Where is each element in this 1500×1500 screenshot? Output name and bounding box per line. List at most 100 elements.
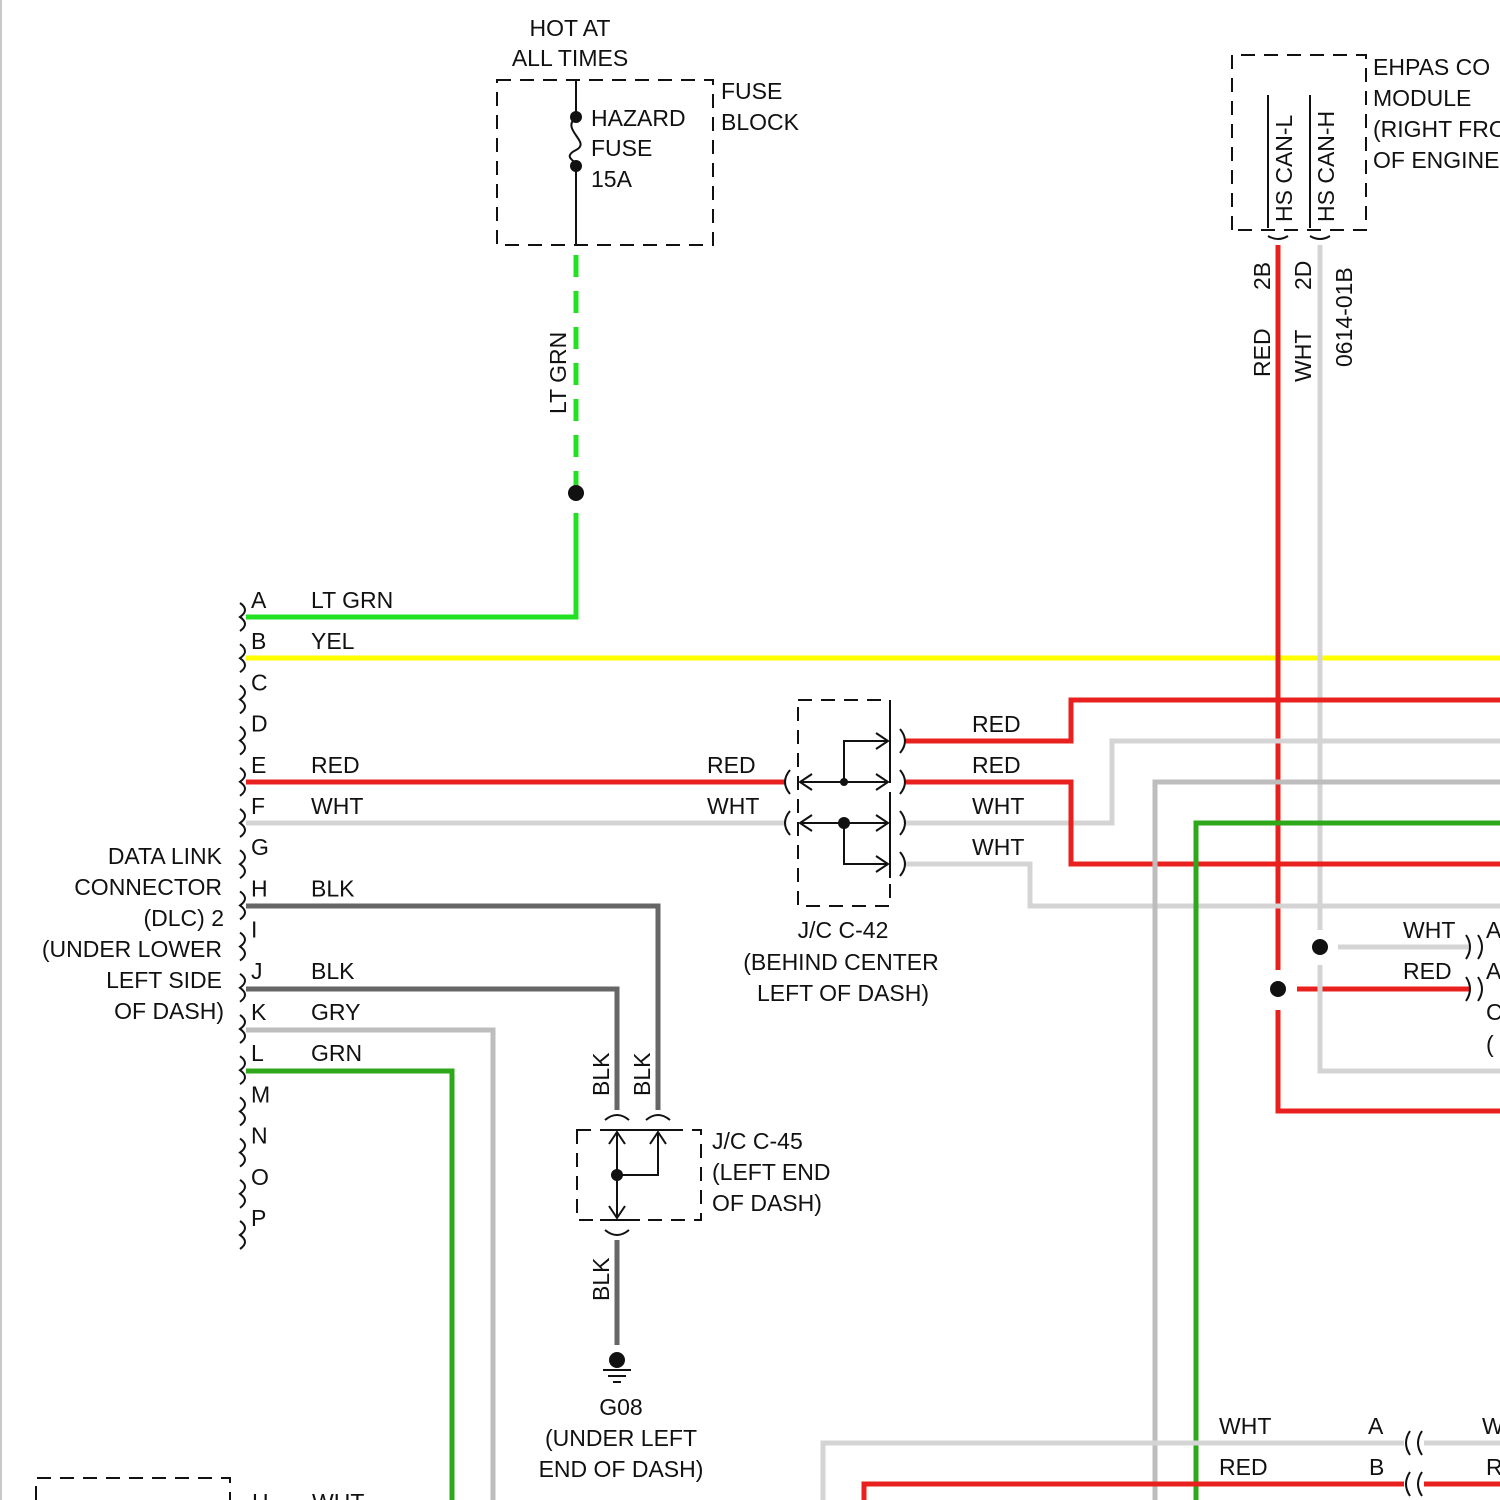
c45-location-1: (LEFT END: [712, 1159, 830, 1185]
dlc-pin-wire-color: BLK: [311, 875, 355, 901]
dlc-pin-terminal: [240, 603, 245, 631]
fuse-block-label-1: FUSE: [721, 78, 782, 104]
dlc-label-6: OF DASH): [114, 998, 224, 1024]
gry-long-wire: [1155, 782, 1500, 1500]
can-h-wire-label: WHT: [1290, 330, 1316, 382]
dlc-pin-terminal: [240, 1180, 245, 1208]
can-l-connector-mark: [1268, 236, 1288, 239]
ehpas-module: EHPAS CO MODULE (RIGHT FRO OF ENGINE HS …: [1232, 54, 1500, 382]
ehpas-label-2: MODULE: [1373, 85, 1471, 111]
fuse-block-label-2: BLOCK: [721, 109, 800, 135]
bottom-red-wire: [864, 1484, 1404, 1500]
dlc-pin-letter: E: [251, 752, 266, 778]
ehpas-label-1: EHPAS CO: [1373, 54, 1490, 80]
dlc-pin-letter: N: [251, 1123, 268, 1149]
c42-red-branch: [844, 741, 888, 782]
c42-in-red-label: RED: [707, 752, 756, 778]
bottom-connector: WHT RED A B W R: [823, 1413, 1500, 1500]
c45-name: J/C C-45: [712, 1128, 803, 1154]
bottom-left-pin: H: [252, 1489, 269, 1500]
dlc-pin-terminal: [240, 1015, 245, 1043]
c42-location-2: LEFT OF DASH): [757, 980, 929, 1006]
lt-grn-solid-segment: [246, 513, 576, 617]
dlc-pin-terminal: [240, 1056, 245, 1084]
dlc-pin-terminal: [240, 685, 245, 713]
right-connector-red-label: RED: [1403, 958, 1452, 984]
dlc-pin-letter: I: [251, 917, 257, 943]
dlc-pin-letter: J: [251, 958, 263, 984]
c42-right-terminal-1: [900, 729, 905, 753]
dlc-pin-terminal: [240, 891, 245, 919]
dlc-pin-letter: P: [251, 1205, 266, 1231]
supply-label-2: ALL TIMES: [512, 45, 628, 71]
ground-name: G08: [599, 1394, 642, 1420]
bottom-left-wire: WHT: [312, 1489, 364, 1500]
dlc-pin-terminal: [240, 974, 245, 1002]
dlc-pin-terminal: [240, 644, 245, 672]
dlc-pin-wire-color: BLK: [311, 958, 355, 984]
right-connector-pin-a2: A: [1486, 958, 1500, 984]
bottom-pin-b: B: [1369, 1454, 1384, 1480]
dlc-label-4: (UNDER LOWER: [42, 936, 222, 962]
ground-location-2: END OF DASH): [539, 1456, 704, 1482]
right-wires: [246, 245, 1500, 1500]
bottom-pin-a: A: [1368, 1413, 1384, 1439]
right-connector-pin-a1: A: [1486, 917, 1500, 943]
c42-in-wht-label: WHT: [707, 793, 759, 819]
bottom-left-outline: [36, 1478, 230, 1500]
dlc-pin-letter: A: [251, 587, 267, 613]
c45-top-terminal-2: [646, 1115, 670, 1120]
dlc-pin-letter: C: [251, 669, 268, 695]
bottom-connector-mark-a: [1406, 1431, 1422, 1455]
bottom-wht-wire: [823, 1443, 1404, 1500]
c45-wire-out-label: BLK: [588, 1257, 614, 1301]
dlc-pin-letter: B: [251, 628, 266, 654]
dlc-pin-terminal: [240, 933, 245, 961]
c42-out4-wht: [906, 864, 1500, 906]
dlc-pin-letter: L: [251, 1040, 264, 1066]
c42-right-terminal-4: [900, 852, 905, 876]
dlc-pin-wire-color: YEL: [311, 628, 355, 654]
bottom-right-r: R: [1486, 1454, 1500, 1480]
dlc-pin-letter: M: [251, 1081, 270, 1107]
blk-wire-j: [246, 989, 617, 1110]
c42-red-splice: [840, 778, 848, 786]
c42-out3-label: WHT: [972, 793, 1024, 819]
fuse-name-1: HAZARD: [591, 105, 686, 131]
lt-grn-vertical-label: LT GRN: [545, 332, 571, 414]
dlc-label-3: (DLC) 2: [143, 905, 224, 931]
dlc-pin-terminal: [240, 809, 245, 837]
dlc: ALT GRNBYELCDEREDFWHTGHBLKIJBLKKGRYLGRNM…: [42, 587, 393, 1249]
fuse-element: [570, 117, 581, 166]
c45-splice-dot: [611, 1169, 623, 1181]
dlc-pin-letter: D: [251, 711, 268, 737]
can-l-wire-label: RED: [1249, 328, 1275, 377]
bottom-wht-label: WHT: [1219, 1413, 1271, 1439]
dlc-label-1: DATA LINK: [108, 843, 223, 869]
fuse-rating: 15A: [591, 166, 633, 192]
gry-wire-k: [246, 1030, 493, 1500]
dlc-pin-wire-color: RED: [311, 752, 360, 778]
c42-out4-label: WHT: [972, 834, 1024, 860]
diagram-code: 0614-01B: [1331, 267, 1357, 367]
c45-wire1-label: BLK: [588, 1052, 614, 1096]
jc-c42: RED WHT RED RED WHT WHT J/C C-42 (BEHIND…: [246, 700, 1024, 1006]
can-l-splice-dot: [1270, 981, 1286, 997]
right-connector-wht-label: WHT: [1403, 917, 1455, 943]
dlc-pin-terminal: [240, 1221, 245, 1249]
c45-top-terminal-1: [605, 1115, 629, 1120]
pin-2b-label: 2B: [1249, 262, 1275, 290]
ground-g08: G08 (UNDER LEFT END OF DASH): [539, 1352, 704, 1482]
right-connector-paren: (: [1486, 1031, 1494, 1057]
ground-location-1: (UNDER LEFT: [545, 1425, 697, 1451]
jc-c42-outline: [798, 700, 890, 906]
dlc-label-5: LEFT SIDE: [106, 967, 222, 993]
ehpas-label-3: (RIGHT FRO: [1373, 116, 1500, 142]
dlc-pin-terminal: [240, 1139, 245, 1167]
bottom-right-w: W: [1482, 1413, 1500, 1439]
c42-wht-branch: [844, 823, 888, 864]
dlc-pin-wire-color: GRN: [311, 1040, 362, 1066]
bottom-left-component: H WHT: [36, 1478, 364, 1500]
